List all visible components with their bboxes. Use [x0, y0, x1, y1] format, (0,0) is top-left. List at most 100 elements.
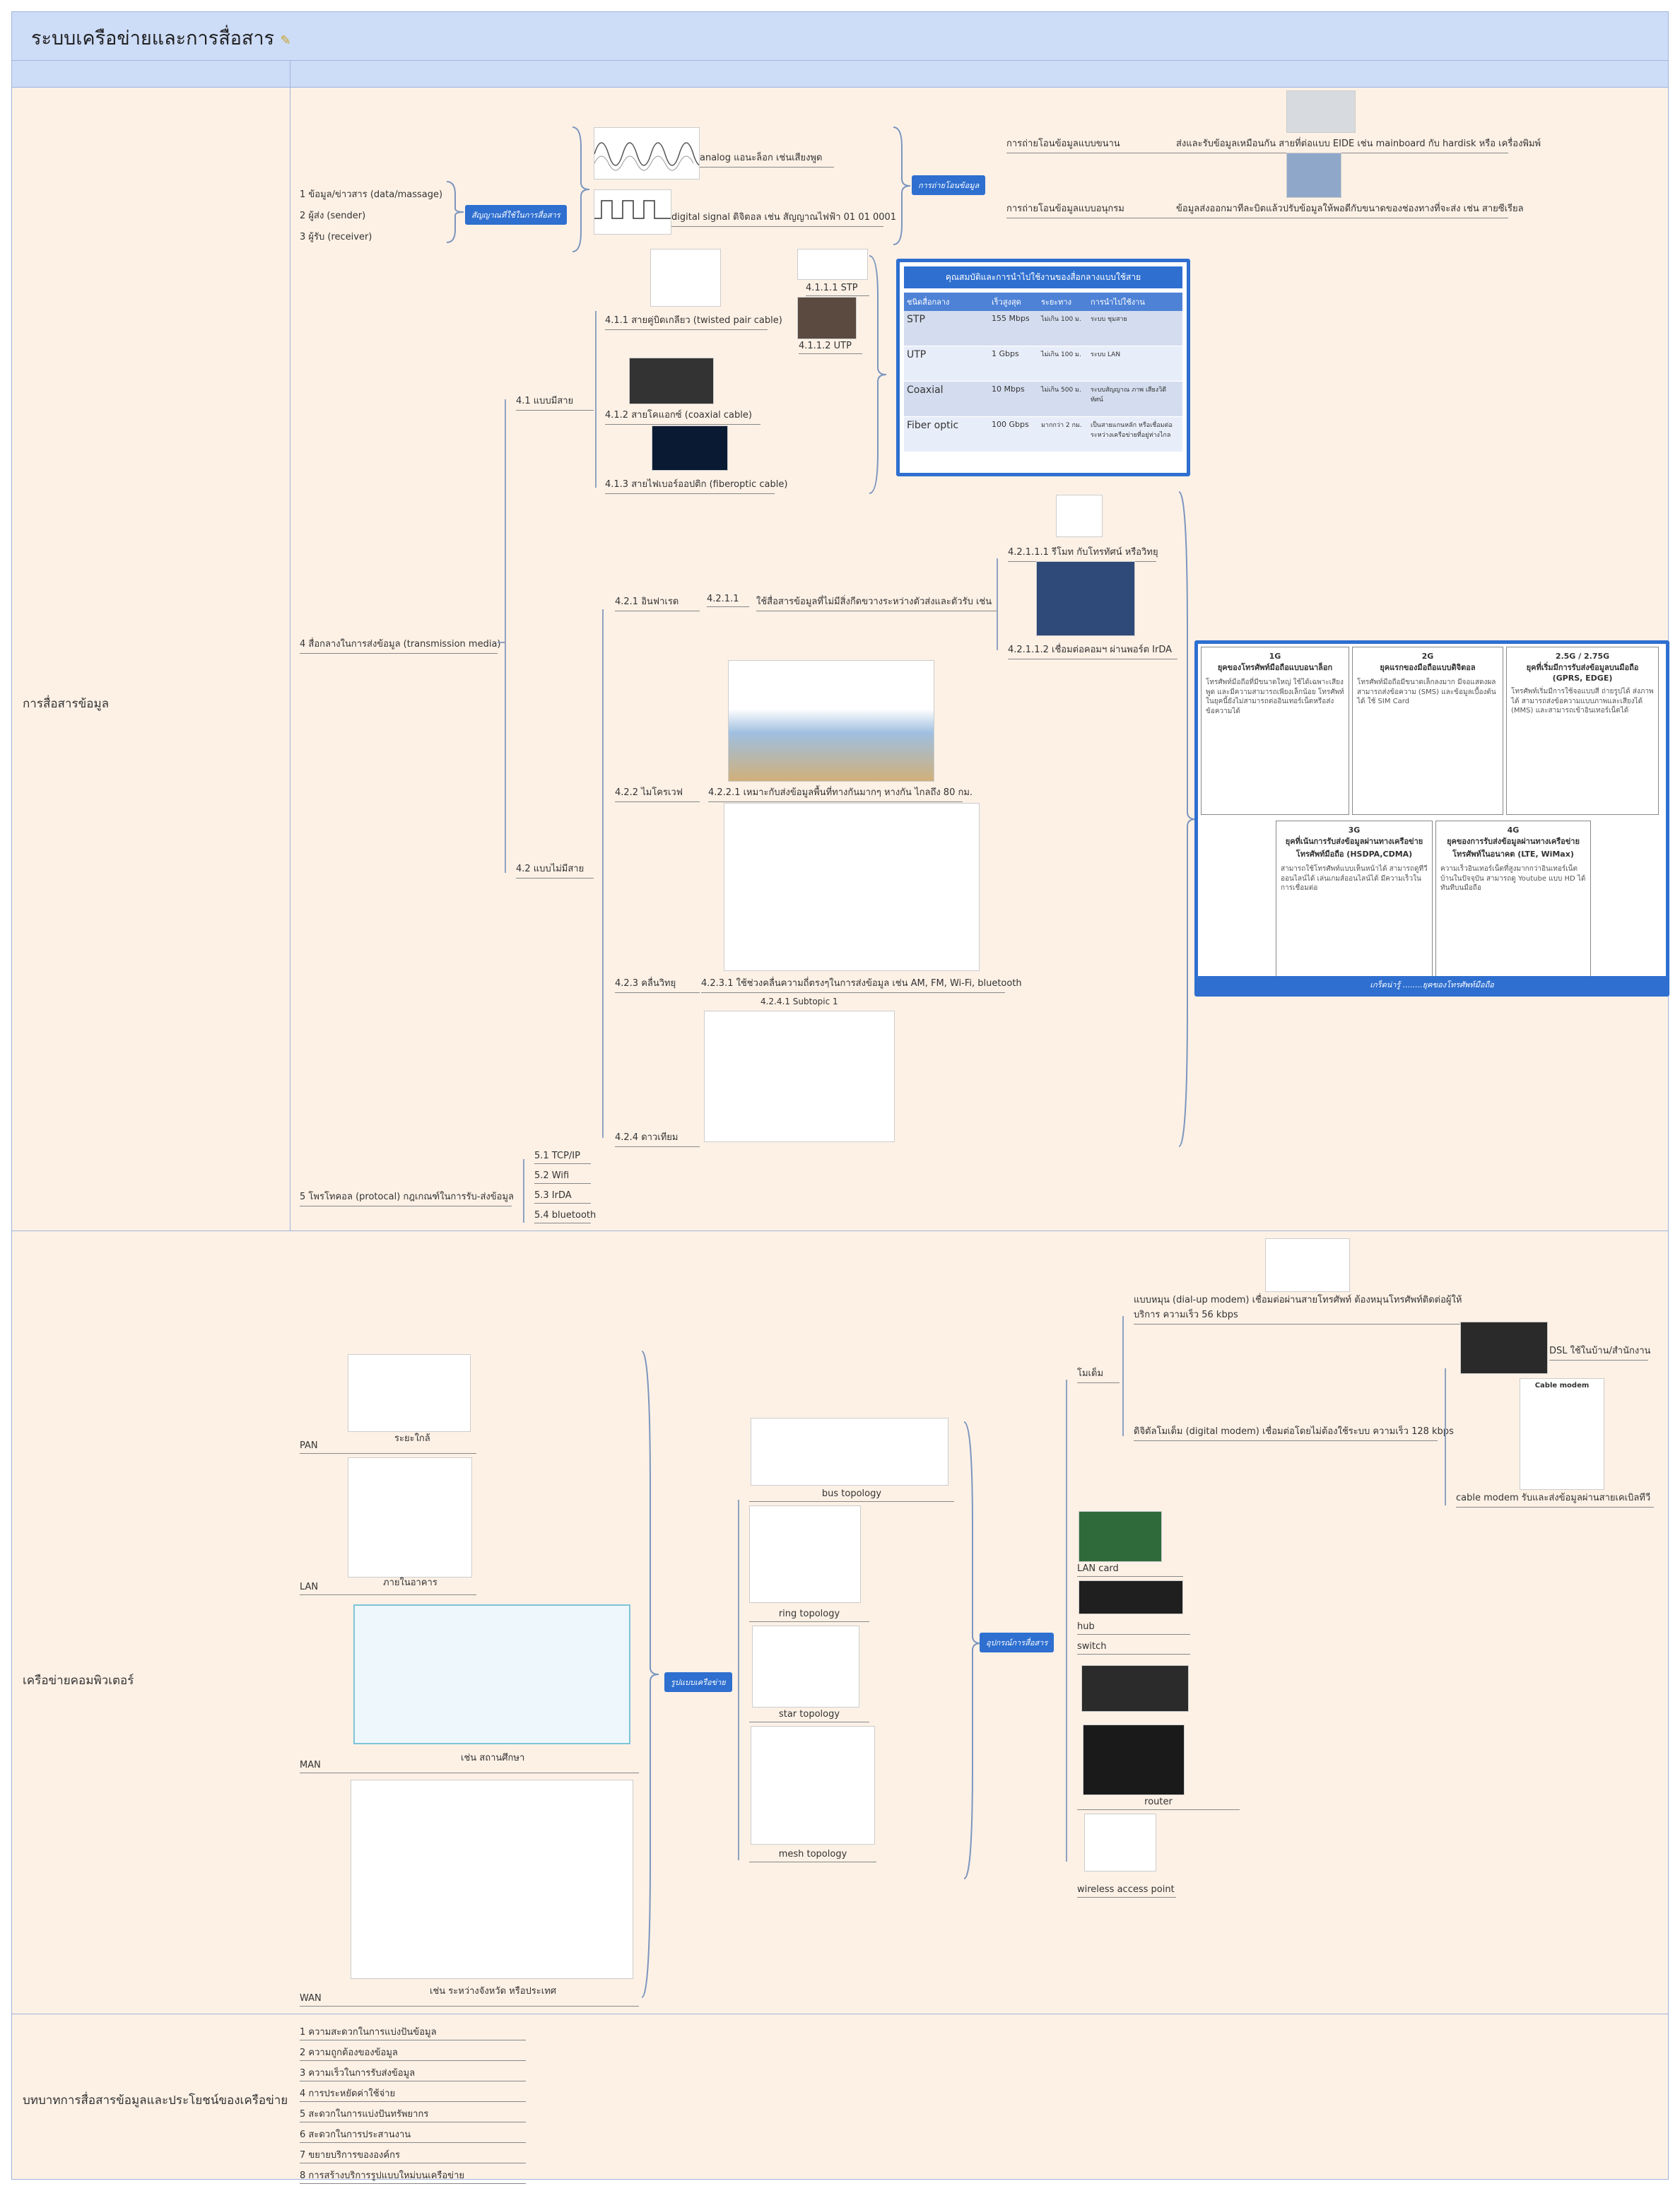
- column-header-row: [11, 61, 1669, 88]
- devices-topic-pill[interactable]: อุปกรณ์การสื่อสาร: [980, 1633, 1055, 1652]
- cable-modem-image: Cable modem: [1520, 1378, 1604, 1490]
- man-caption: เช่น สถานศึกษา: [461, 1753, 525, 1763]
- mobile-generations-panel: 1G ยุคของโทรศัพท์มือถือแบบอนาล็อกโทรศัพท…: [1194, 640, 1669, 997]
- table-header: ระยะทาง: [1041, 298, 1071, 307]
- mesh-topology-node: mesh topology: [749, 1849, 876, 1862]
- branch-line: [1066, 1380, 1067, 1862]
- coaxial-image: [629, 358, 714, 404]
- switch-node: switch: [1077, 1641, 1190, 1655]
- star-topology-node: star topology: [749, 1709, 869, 1722]
- analog-wave-image: [594, 127, 700, 180]
- protocol-item: 5.2 Wifi: [534, 1170, 591, 1184]
- parallel-node: การถ่ายโอนข้อมูลแบบขนาน: [1006, 136, 1176, 153]
- table-cell: 100 Gbps: [992, 420, 1029, 429]
- table-cell: ระบบ LAN: [1091, 351, 1121, 358]
- signal-topic-pill[interactable]: สัญญาณที่ใช้ในการสื่อสาร: [465, 205, 567, 225]
- card-1g: 1G ยุคของโทรศัพท์มือถือแบบอนาล็อกโทรศัพท…: [1201, 647, 1349, 815]
- twisted-pair-node: 4.1.1 สายคู่บิดเกลียว (twisted pair cabl…: [605, 312, 782, 330]
- benefit-item: 3 ความเร็วในการรับส่งข้อมูล: [300, 2061, 526, 2081]
- lan-card-image: [1079, 1511, 1162, 1562]
- serial-cable-image: [1286, 153, 1341, 198]
- card-4g: 4G ยุคของการรับส่งข้อมูลผ่านทางเครือข่าย…: [1435, 821, 1591, 983]
- parallel-desc: ส่งและรับข้อมูลเหมือนกัน สายที่ต่อแบบ EI…: [1176, 136, 1541, 153]
- table-cell: Coaxial: [907, 384, 944, 396]
- table-header: ชนิดสื่อกลาง: [907, 298, 950, 307]
- brace-connector: [572, 127, 590, 252]
- remote-node: 4.2.1.1.1 รีโมท กับโทรทัศน์ หรือวิทยุ: [1008, 544, 1158, 562]
- table-cell: 10 Mbps: [992, 384, 1025, 394]
- digital-wave-image: [594, 189, 671, 235]
- wireless-ap-image: [1084, 1814, 1156, 1872]
- card-text: ความเร็วอินเทอร์เน็ตที่สูงมากกว่าอินเทอร…: [1440, 865, 1586, 892]
- irda-image: [1036, 561, 1135, 636]
- protocol-item: 5.3 IrDA: [534, 1190, 591, 1204]
- cable-modem-image-label: Cable modem: [1534, 1382, 1590, 1390]
- benefit-item: 6 สะดวกในการประสานงาน: [300, 2122, 526, 2143]
- infrared-sub-node: 4.2.1.1: [707, 594, 749, 607]
- parallel-cable-image: [1286, 90, 1356, 133]
- man-image: [353, 1604, 630, 1744]
- radio-desc: 4.2.3.1 ใช้ช่วงคลื่นความถี่ตรงๆในการส่งข…: [701, 975, 1022, 993]
- cable-modem-node: cable modem รับและส่งข้อมูลผ่านสายเคเบิล…: [1456, 1490, 1654, 1508]
- dsl-modem-image: [1460, 1322, 1548, 1374]
- modem-node: โมเด็ม: [1077, 1365, 1120, 1383]
- table-cell: เป็นสายแกนหลัก หรือเชื่อมต่อระหว่างเครือ…: [1091, 422, 1173, 439]
- branch-line: [1445, 1368, 1446, 1505]
- table-cell: ไม่เกิน 100 ม.: [1041, 351, 1081, 358]
- brace-connector: [641, 1351, 659, 1998]
- page-title: ระบบเครือข่ายและการสื่อสาร ✎: [31, 28, 291, 49]
- card-text: โทรศัพท์มือถือมีขนาดเล็กลงมาก มีจอแสดงผล…: [1357, 679, 1496, 705]
- table-cell: 155 Mbps: [992, 314, 1030, 323]
- ring-topology-image: [749, 1505, 861, 1603]
- lan-card-node: LAN card: [1077, 1563, 1183, 1577]
- table-cell: STP: [907, 314, 925, 325]
- microwave-image: [728, 660, 934, 782]
- card-title: 1G ยุคของโทรศัพท์มือถือแบบอนาล็อก: [1217, 652, 1333, 672]
- panel-footer: เกร็ดน่ารู้ ........ยุคของโทรศัพท์มือถือ: [1198, 976, 1666, 993]
- lan-caption: ภายในอาคาร: [383, 1578, 437, 1588]
- infrared-desc: ใช้สื่อสารข้อมูลที่ไม่มีสิ่งกีดขวางระหว่…: [756, 594, 997, 611]
- table-title: คุณสมบัติและการนำไปใช้งานของสื่อกลางแบบใ…: [904, 266, 1182, 288]
- element-sender: 2 ผู้ส่ง (sender): [300, 211, 366, 221]
- radio-node: 4.2.3 คลื่นวิทยุ: [615, 975, 700, 993]
- lan-node: LAN: [300, 1582, 476, 1595]
- topology-topic-pill[interactable]: รูปแบบเครือข่าย: [664, 1672, 732, 1692]
- microwave-desc: 4.2.2.1 เหมาะกับส่งข้อมูลพื้นที่ทางกันมา…: [708, 785, 973, 802]
- wireless-node: 4.2 แบบไม่มีสาย: [516, 861, 594, 879]
- fiber-image: [652, 425, 728, 471]
- media-node: 4 สื่อกลางในการส่งข้อมูล (transmission m…: [300, 636, 500, 654]
- switch-image: [1081, 1665, 1189, 1712]
- microwave-node: 4.2.2 ไมโครเวฟ: [615, 785, 700, 802]
- radio-wave-image: [724, 803, 980, 971]
- transfer-topic-pill[interactable]: การถ่ายโอนข้อมูล: [912, 175, 986, 195]
- dsl-node: DSL ใช้ในบ้าน/สำนักงาน: [1549, 1343, 1650, 1361]
- table-cell: 1 Gbps: [992, 349, 1019, 358]
- bus-topology-image: [751, 1418, 948, 1486]
- element-receiver: 3 ผู้รับ (receiver): [300, 232, 372, 242]
- ring-topology-node: ring topology: [749, 1609, 869, 1622]
- table-cell: ระบบสัญญาณ ภาพ เสียงวิดีทัศน์: [1091, 387, 1167, 404]
- branch-line: [595, 311, 597, 488]
- wireless-ap-node: wireless access point: [1077, 1884, 1176, 1898]
- branch-line: [523, 1159, 524, 1223]
- table-cell: ระบบ ชุมสาย: [1091, 316, 1127, 323]
- pan-caption: ระยะใกล้: [394, 1433, 430, 1444]
- utp-node: 4.1.1.2 UTP: [799, 341, 862, 354]
- dialup-modem-image: [1265, 1238, 1350, 1292]
- branch-line: [505, 399, 506, 873]
- protocol-item: 5.1 TCP/IP: [534, 1151, 591, 1164]
- branch-line: [498, 642, 506, 643]
- brace-connector: [446, 181, 464, 243]
- card-title: 2G ยุคแรกของมือถือแบบดิจิตอล: [1380, 652, 1476, 672]
- branch-line: [997, 558, 998, 650]
- hub-node: hub: [1077, 1621, 1190, 1635]
- infrared-node: 4.2.1 อินฟาเรด: [615, 594, 700, 611]
- star-topology-image: [752, 1626, 859, 1708]
- remote-image: [1056, 495, 1103, 537]
- benefit-item: 4 การประหยัดค่าใช้จ่าย: [300, 2081, 526, 2102]
- benefit-item: 1 ความสะดวกในการแบ่งปันข้อมูล: [300, 2020, 526, 2040]
